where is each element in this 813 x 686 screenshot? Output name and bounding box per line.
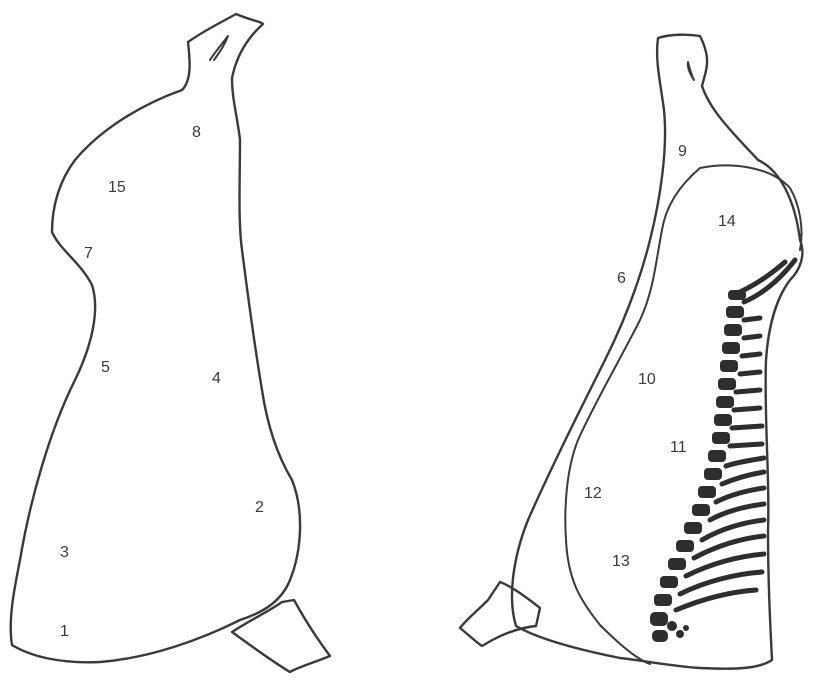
right-flank-boundary — [565, 168, 700, 664]
cut-label-8: 8 — [192, 124, 201, 141]
cut-label-15: 15 — [108, 179, 126, 196]
left-carcass-view — [11, 14, 330, 672]
cut-label-7: 7 — [84, 245, 93, 262]
cut-label-1: 1 — [60, 623, 69, 640]
cut-label-5: 5 — [101, 359, 110, 376]
left-carcass-outline — [11, 14, 300, 662]
cut-label-10: 10 — [638, 371, 656, 388]
cut-label-2: 2 — [255, 499, 264, 516]
cut-label-13: 13 — [612, 553, 630, 570]
cut-label-11: 11 — [670, 439, 687, 456]
left-cut-labels: 8 15 7 5 4 2 3 1 — [60, 124, 264, 640]
cut-label-9: 9 — [678, 143, 687, 160]
cut-label-14: 14 — [718, 213, 736, 230]
right-shank-outline — [460, 582, 540, 646]
right-carcass-view — [460, 35, 802, 669]
cut-label-6: 6 — [617, 270, 626, 287]
cut-label-4: 4 — [212, 370, 221, 387]
right-hock-cut-mark — [688, 62, 694, 80]
left-hock-cut-mark — [210, 36, 228, 60]
right-round-boundary — [700, 165, 802, 250]
cut-label-12: 12 — [584, 485, 602, 502]
left-shank-outline — [232, 600, 330, 672]
cut-label-3: 3 — [60, 544, 69, 561]
